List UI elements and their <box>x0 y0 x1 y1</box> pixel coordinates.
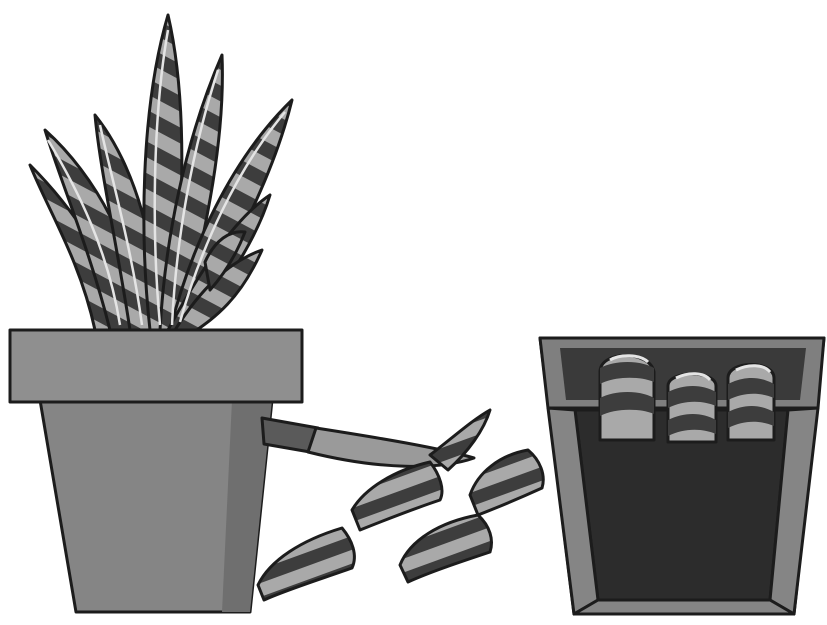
planted-cutting <box>668 374 716 442</box>
plant-leaves <box>30 15 292 332</box>
leaf-cutting <box>470 450 543 515</box>
leaf-cutting <box>400 515 492 582</box>
planted-cutting <box>600 356 654 441</box>
propagation-pot <box>540 338 824 614</box>
pot-rim <box>10 330 302 402</box>
pot <box>10 330 302 612</box>
mother-plant <box>10 15 302 612</box>
leaf-cutting <box>352 462 442 530</box>
leaf-cutting <box>258 528 354 600</box>
planted-cutting <box>728 365 774 441</box>
